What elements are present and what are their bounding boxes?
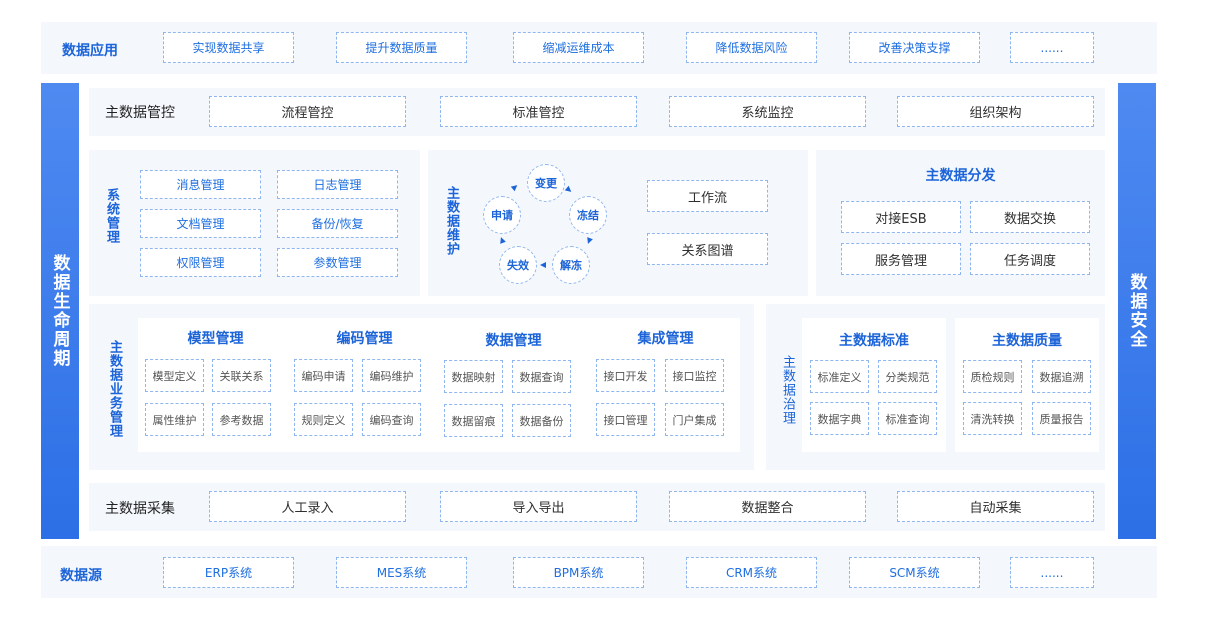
data-source-label: 数据源: [60, 568, 102, 584]
business-item: 关联关系: [212, 359, 271, 392]
business-item: 规则定义: [294, 403, 353, 436]
data-app-item: 改善决策支撑: [849, 32, 980, 63]
business-item: 数据映射: [444, 360, 503, 393]
business-label: 主数据业务管理: [107, 340, 122, 438]
maintenance-item: 工作流: [647, 180, 768, 212]
governance-item: 数据追溯: [1032, 360, 1091, 393]
data-source-item: MES系统: [336, 557, 467, 588]
business-item: 编码维护: [362, 359, 421, 392]
lifecycle-sidebar: 数据生命周期: [41, 83, 79, 539]
system-item: 消息管理: [140, 170, 261, 199]
data-app-item: ......: [1010, 32, 1094, 63]
integration-mgmt-title: 集成管理: [637, 331, 694, 347]
distribution-item: 服务管理: [841, 243, 961, 275]
business-item: 门户集成: [665, 403, 724, 436]
governance-item: 质检规则: [963, 360, 1022, 393]
model-mgmt-title: 模型管理: [187, 331, 244, 347]
collection-label: 主数据采集: [105, 501, 175, 517]
governance-item: 标准定义: [810, 360, 869, 393]
data-app-item: 缩减运维成本: [513, 32, 644, 63]
business-item: 编码申请: [294, 359, 353, 392]
distribution-title: 主数据分发: [925, 168, 996, 184]
governance-item: 标准查询: [878, 402, 937, 435]
control-item: 系统监控: [669, 96, 866, 127]
cycle-node-freeze: 冻结: [569, 196, 607, 234]
system-item: 备份/恢复: [277, 209, 398, 238]
collection-item: 自动采集: [897, 491, 1094, 522]
cycle-node-change: 变更: [527, 164, 565, 202]
distribution-item: 数据交换: [970, 201, 1090, 233]
business-item: 参考数据: [212, 403, 271, 436]
business-item: 编码查询: [362, 403, 421, 436]
business-item: 数据查询: [512, 360, 571, 393]
collection-item: 人工录入: [209, 491, 406, 522]
control-item: 组织架构: [897, 96, 1094, 127]
cycle-node-invalid: 失效: [499, 246, 537, 284]
business-item: 属性维护: [145, 403, 204, 436]
control-item: 流程管控: [209, 96, 406, 127]
system-item: 参数管理: [277, 248, 398, 277]
system-item: 文档管理: [140, 209, 261, 238]
security-sidebar: 数据安全: [1118, 83, 1156, 539]
system-item: 日志管理: [277, 170, 398, 199]
business-item: 数据留痕: [444, 404, 503, 437]
cycle-arrow-icon: [540, 262, 546, 268]
code-mgmt-title: 编码管理: [336, 331, 393, 347]
quality-title: 主数据质量: [992, 333, 1062, 349]
distribution-item: 任务调度: [970, 243, 1090, 275]
standard-title: 主数据标准: [839, 333, 909, 349]
data-mgmt-title: 数据管理: [485, 333, 542, 349]
cycle-node-unfreeze: 解冻: [552, 246, 590, 284]
data-source-item: ......: [1010, 557, 1094, 588]
data-app-item: 降低数据风险: [686, 32, 817, 63]
distribution-item: 对接ESB: [841, 201, 961, 233]
control-label: 主数据管控: [105, 105, 175, 121]
business-item: 接口监控: [665, 359, 724, 392]
data-source-item: CRM系统: [686, 557, 817, 588]
governance-item: 数据字典: [810, 402, 869, 435]
data-application-label: 数据应用: [62, 43, 118, 59]
data-source-item: BPM系统: [513, 557, 644, 588]
business-item: 数据备份: [512, 404, 571, 437]
maintenance-item: 关系图谱: [647, 233, 768, 265]
control-item: 标准管控: [440, 96, 637, 127]
security-sidebar-label: 数据安全: [1126, 273, 1147, 349]
governance-item: 质量报告: [1032, 402, 1091, 435]
collection-item: 导入导出: [440, 491, 637, 522]
data-source-item: ERP系统: [163, 557, 294, 588]
business-item: 模型定义: [145, 359, 204, 392]
governance-item: 清洗转换: [963, 402, 1022, 435]
system-management-label: 系统管理: [104, 188, 119, 244]
governance-label: 主数据治理: [780, 355, 795, 425]
business-item: 接口管理: [596, 403, 655, 436]
data-app-item: 提升数据质量: [336, 32, 467, 63]
data-source-item: SCM系统: [849, 557, 980, 588]
data-app-item: 实现数据共享: [163, 32, 294, 63]
maintenance-label: 主数据维护: [444, 186, 459, 256]
lifecycle-sidebar-label: 数据生命周期: [49, 254, 70, 368]
business-item: 接口开发: [596, 359, 655, 392]
system-item: 权限管理: [140, 248, 261, 277]
cycle-node-apply: 申请: [483, 196, 521, 234]
collection-item: 数据整合: [669, 491, 866, 522]
governance-item: 分类规范: [878, 360, 937, 393]
